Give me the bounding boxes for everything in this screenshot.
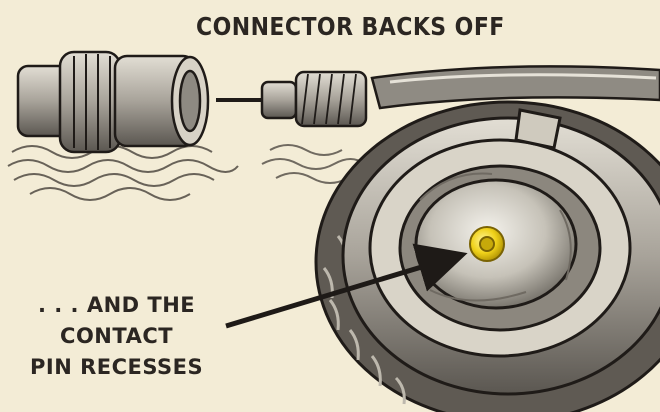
receptacle-neck — [216, 72, 366, 126]
plug-connector — [18, 52, 208, 152]
left-surface-hatching — [8, 146, 238, 200]
caption-line-1: . . . AND THE — [30, 290, 203, 321]
caption-line-2: CONTACT — [30, 321, 203, 352]
caption-contact-pin-recesses: . . . AND THE CONTACT PIN RECESSES — [30, 290, 203, 383]
caption-connector-backs-off: CONNECTOR BACKS OFF — [196, 14, 505, 39]
caption-line-3: PIN RECESSES — [30, 352, 203, 383]
contact-pin — [470, 227, 504, 261]
